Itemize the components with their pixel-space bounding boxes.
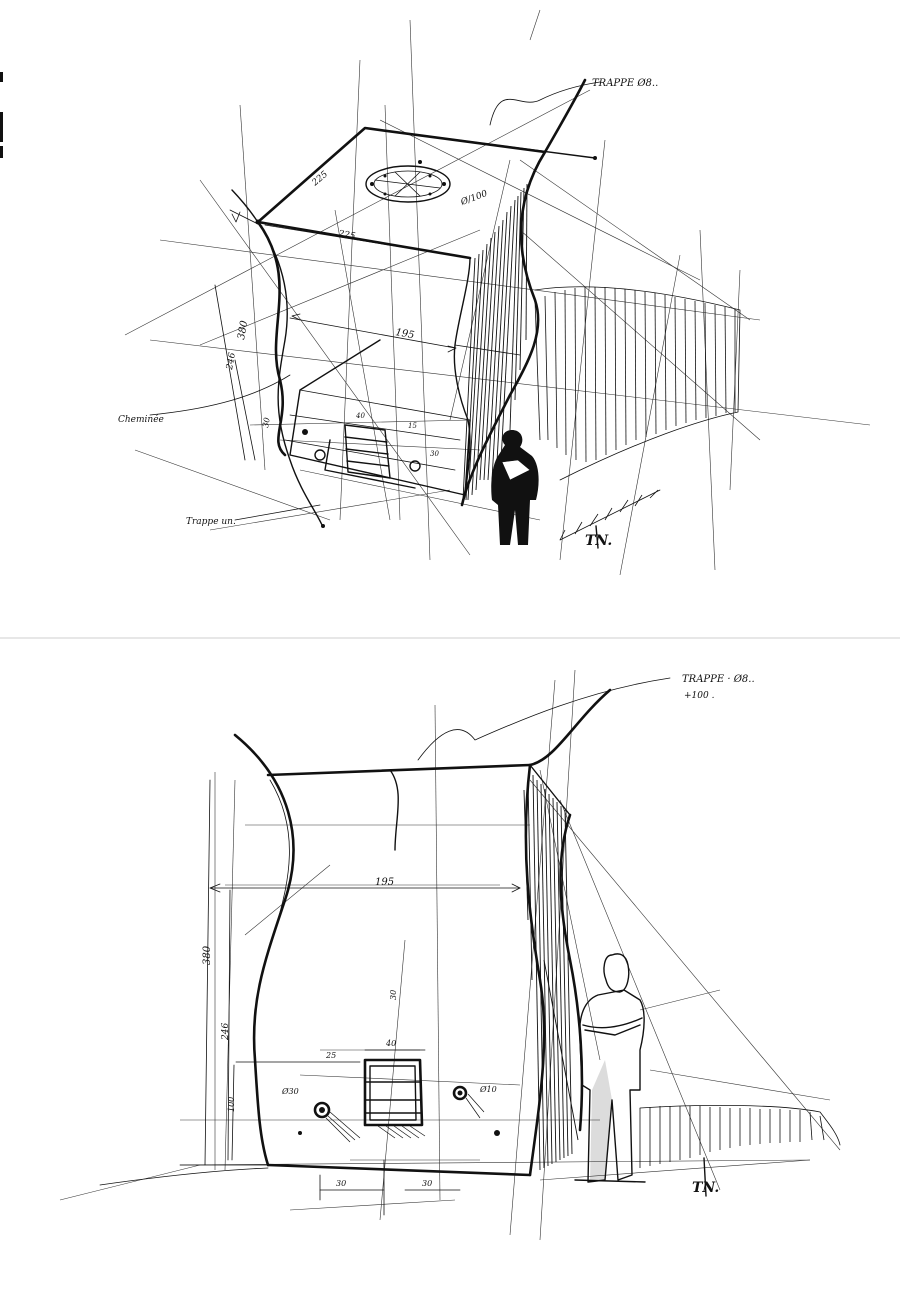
annotation-height-inner-b: 246 — [221, 1023, 231, 1041]
annotation-height-total: 380 — [236, 319, 250, 340]
binding-marks — [0, 72, 3, 158]
elevation-sketch: TRAPPE · Ø8.. +100 . 195 380 246 100 40 … — [59, 669, 841, 1241]
roof-hatch — [365, 160, 451, 203]
wall-shading-bottom — [523, 774, 579, 1171]
annotation-mid-width-b: 195 — [375, 877, 394, 888]
annotation-floor-label: Trappe un. — [186, 517, 236, 527]
annotation-small-b: 15 — [408, 422, 417, 430]
annotation-base-dim-b: 30 — [422, 1179, 432, 1188]
cast-shadow-top — [534, 286, 736, 463]
annotation-pipe-note: TRAPPE Ø8.. — [592, 78, 658, 89]
annotation-window-height: 30 — [389, 990, 398, 1000]
floor-grille — [344, 424, 391, 479]
human-figure-bottom — [574, 953, 646, 1183]
annotation-height-inner: 246 — [225, 352, 238, 372]
annotation-hatch-dim: Ø/100 — [458, 188, 489, 208]
annotation-height-total-b: 380 — [202, 945, 213, 965]
annotation-pipe-note-b2: +100 . — [684, 691, 715, 701]
vent-right — [452, 1085, 485, 1119]
annotation-small-a: 40 — [355, 412, 365, 420]
cast-shadow-bottom — [639, 1106, 825, 1168]
annotation-height-low: 30 — [261, 417, 272, 429]
wall-shading-top — [462, 183, 528, 501]
annotation-pipe-note-b: TRAPPE · Ø8.. — [682, 674, 755, 685]
annotation-vent-left: Ø30 — [281, 1087, 299, 1096]
annotation-depth-top: 225 — [336, 229, 356, 242]
annotation-height-low-b: 100 — [227, 1097, 236, 1112]
perspective-sketch: TRAPPE Ø8.. 225 225 Ø/100 195 380 246 30… — [118, 9, 871, 576]
annotation-window-offset: 25 — [325, 1051, 336, 1060]
annotation-side-label: Cheminée — [118, 414, 164, 425]
annotation-base-dim-a: 30 — [336, 1179, 346, 1188]
annotation-vent-right: Ø10 — [479, 1085, 497, 1094]
annotation-small-c: 30 — [430, 450, 439, 458]
annotation-mid-width: 195 — [394, 327, 415, 341]
human-figure-top — [491, 430, 539, 545]
signature-top: TN. — [585, 533, 612, 549]
vent-left — [313, 1101, 361, 1143]
wall-window — [363, 1058, 426, 1139]
annotation-window-width: 40 — [385, 1039, 396, 1048]
construction-lines-bottom — [59, 669, 841, 1241]
